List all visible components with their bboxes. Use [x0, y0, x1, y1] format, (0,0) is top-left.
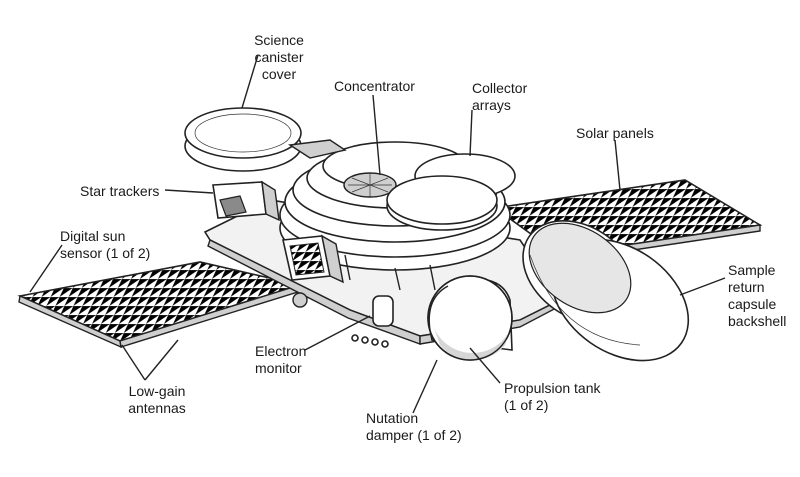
deck-details — [292, 254, 436, 348]
star-tracker-unit — [212, 180, 280, 222]
canister-cover — [184, 107, 347, 172]
label-low-gain-antennas: Low-gain antennas — [128, 383, 186, 416]
label-propulsion-tank: Propulsion tank (1 of 2) — [504, 380, 601, 413]
electronics-box — [282, 234, 344, 284]
collector-arrays — [386, 153, 516, 231]
label-star-trackers: Star trackers — [80, 183, 160, 199]
label-science-canister-cover: Science canister cover — [254, 32, 304, 82]
label-digital-sun-sensor: Digital sun sensor (1 of 2) — [60, 228, 151, 261]
label-electron-monitor: Electron monitor — [255, 343, 307, 376]
label-sample-return-capsule-backshell: Sample return capsule backshell — [728, 262, 787, 329]
propulsion-tank — [427, 275, 513, 361]
label-concentrator: Concentrator — [334, 78, 415, 94]
capsule-backshell — [522, 219, 690, 362]
label-nutation-damper: Nutation damper (1 of 2) — [366, 410, 462, 443]
leader-lines — [29, 54, 726, 414]
label-solar-panels: Solar panels — [576, 125, 654, 141]
left-solar-panel — [17, 261, 304, 349]
label-collector-arrays: Collector arrays — [472, 80, 528, 113]
